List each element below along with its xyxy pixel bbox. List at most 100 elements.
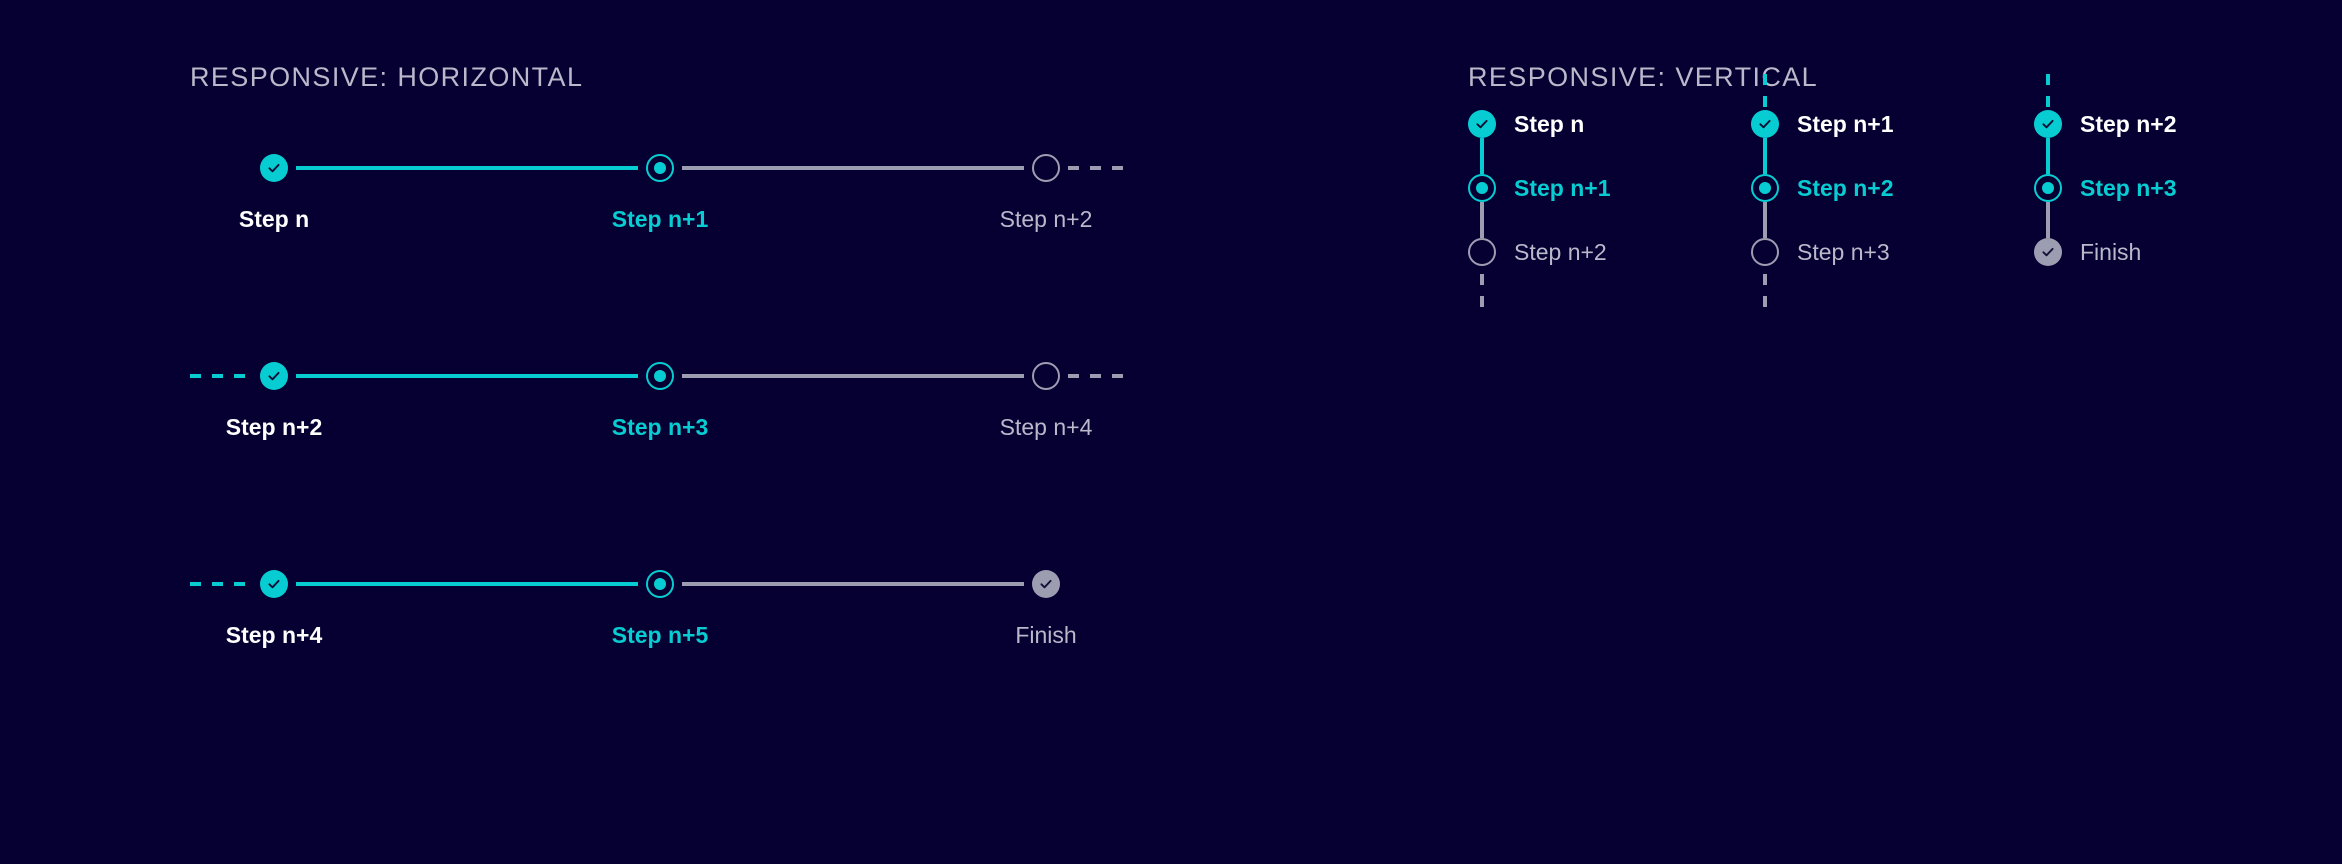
vertical-step-item[interactable]: Step n+2 [1751,174,2034,238]
dot-icon[interactable] [1468,174,1496,202]
step-connector [296,374,638,378]
step-connector [1763,138,1767,174]
horizontal-stepper-row: Step n Step n+1 Step n+2 [190,140,1190,348]
stepper-node-active[interactable] [638,146,682,190]
stepper-track [190,348,1130,404]
vertical-step-item[interactable]: Step n+2 [1468,238,1751,302]
circle-icon[interactable] [1032,154,1060,182]
stepper-node-finish[interactable] [2034,238,2062,266]
check-icon[interactable] [1468,110,1496,138]
stepper-label[interactable]: Step n+2 [225,414,323,440]
stepper-node-incomplete[interactable] [1751,238,1779,266]
stepper-node-complete[interactable] [252,562,296,606]
stepper-label[interactable]: Step n+3 [611,414,709,440]
step-connector [1480,266,1484,302]
dot-icon[interactable] [1751,174,1779,202]
step-connector [296,166,638,170]
stepper-node-complete[interactable] [1468,110,1496,174]
step-connector [2046,138,2050,174]
check-icon[interactable] [2034,110,2062,138]
stepper-node-active[interactable] [2034,174,2062,238]
leading-connector [190,582,252,586]
check-icon[interactable] [1032,570,1060,598]
stepper-label[interactable]: Step n+1 [1514,175,1611,201]
vertical-step-item[interactable]: Finish [2034,238,2317,302]
check-icon[interactable] [1751,110,1779,138]
stepper-node-complete[interactable] [252,146,296,190]
circle-icon[interactable] [1032,362,1060,390]
stepper-track [190,556,1130,612]
stepper-node-complete[interactable] [2034,110,2062,174]
check-icon[interactable] [260,570,288,598]
step-connector [2046,202,2050,238]
stepper-node-finish[interactable] [1024,562,1068,606]
stepper-label[interactable]: Step n+2 [1797,175,1894,201]
dot-icon[interactable] [646,362,674,390]
stepper-label[interactable]: Finish [2080,239,2142,265]
stepper-label[interactable]: Step n+4 [225,622,323,648]
vertical-step-item[interactable]: Step n [1468,110,1751,174]
step-connector [1763,266,1767,302]
leading-connector [1480,74,1484,110]
step-connector [2046,266,2050,302]
vertical-step-item[interactable]: Step n+2 [2034,110,2317,174]
trailing-connector [1480,274,1484,310]
leading-connector [2046,74,2050,110]
stepper-label[interactable]: Finish [1015,622,1077,648]
horizontal-panel-title: RESPONSIVE: HORIZONTAL [190,62,584,92]
stepper-node-complete[interactable] [1751,110,1779,174]
vertical-step-item[interactable]: Step n+3 [2034,174,2317,238]
trailing-connector [1068,582,1130,586]
check-icon[interactable] [260,154,288,182]
stepper-label[interactable]: Step n+1 [1797,111,1894,137]
step-connector [682,582,1024,586]
circle-icon[interactable] [1468,238,1496,266]
horizontal-stepper-row: Step n+2 Step n+3 Step n+4 [190,348,1190,556]
vertical-step-item[interactable]: Step n+1 [1468,174,1751,238]
stepper-label[interactable]: Step n+3 [1797,239,1890,265]
vertical-panel-title: RESPONSIVE: VERTICAL [1468,62,1819,92]
step-connector [682,374,1024,378]
stepper-labels: Step n+4 Step n+5 Finish [190,618,1130,652]
stepper-node-incomplete[interactable] [1468,238,1496,266]
trailing-connector [1763,274,1767,310]
step-connector [296,582,638,586]
stepper-node-active[interactable] [638,354,682,398]
check-icon[interactable] [260,362,288,390]
stepper-label[interactable]: Step n+2 [2080,111,2177,137]
check-icon[interactable] [2034,238,2062,266]
leading-connector [190,374,252,378]
stepper-label[interactable]: Step n [1514,111,1585,137]
stepper-label[interactable]: Step n+2 [1514,239,1607,265]
stepper-node-incomplete[interactable] [1024,354,1068,398]
vertical-step-item[interactable]: Step n+3 [1751,238,2034,302]
dot-icon[interactable] [2034,174,2062,202]
step-connector [682,166,1024,170]
stepper-label[interactable]: Step n+4 [999,414,1093,440]
stepper-label[interactable]: Step n+3 [2080,175,2177,201]
stepper-labels: Step n+2 Step n+3 Step n+4 [190,410,1130,444]
stepper-label[interactable]: Step n+1 [611,206,709,232]
trailing-connector [1068,374,1130,378]
stepper-label[interactable]: Step n+5 [611,622,709,648]
vertical-step-item[interactable]: Step n+1 [1751,110,2034,174]
stepper-node-active[interactable] [638,562,682,606]
circle-icon[interactable] [1751,238,1779,266]
stepper-node-active[interactable] [1751,174,1779,238]
stepper-node-complete[interactable] [252,354,296,398]
trailing-connector [1068,166,1130,170]
stepper-label[interactable]: Step n [238,206,310,232]
leading-connector [1763,74,1767,110]
leading-connector [190,166,252,170]
stepper-track [190,140,1130,196]
stepper-label[interactable]: Step n+2 [999,206,1093,232]
stepper-node-incomplete[interactable] [1024,146,1068,190]
dot-icon[interactable] [646,570,674,598]
step-connector [1480,202,1484,238]
dot-icon[interactable] [646,154,674,182]
stepper-node-active[interactable] [1468,174,1496,238]
